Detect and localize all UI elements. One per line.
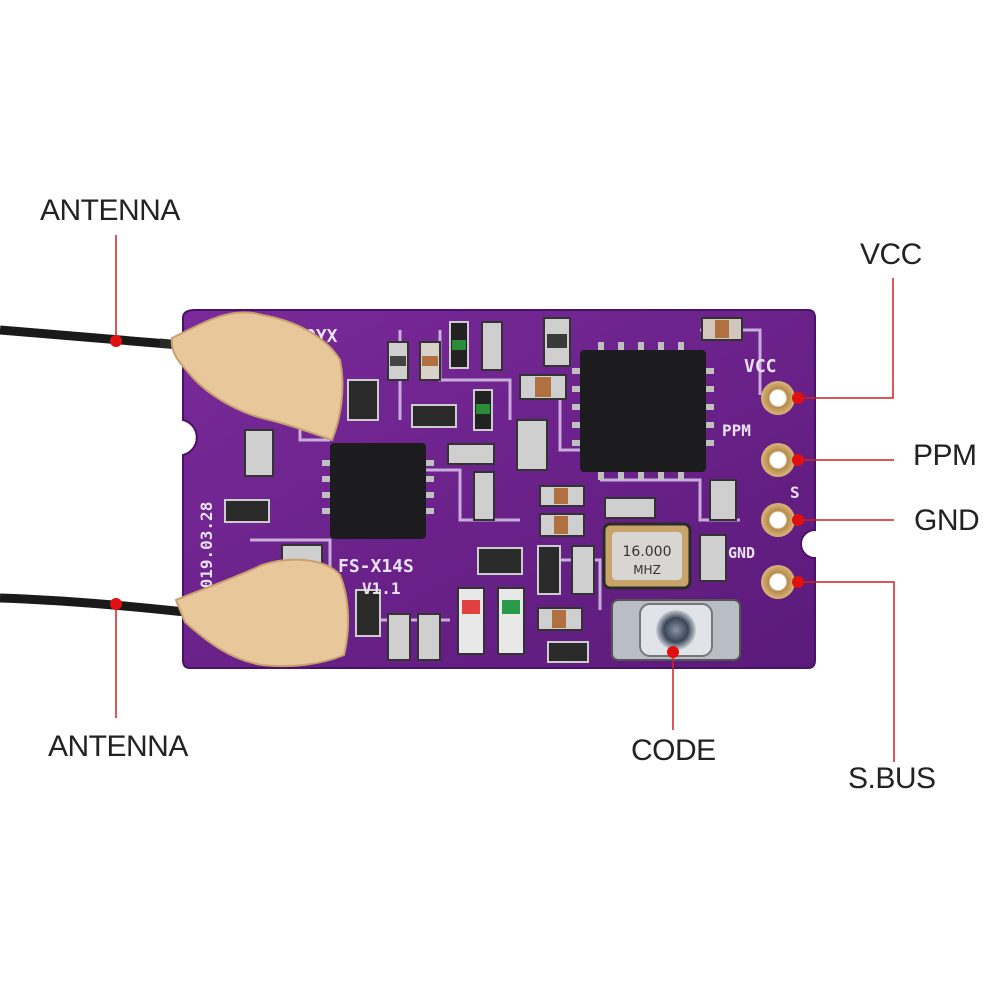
glue-blob-bottom	[174, 558, 350, 668]
callout-antenna-bottom: ANTENNA	[48, 730, 188, 763]
silk-pin-ppm: PPM	[722, 421, 751, 440]
callout-antenna-top: ANTENNA	[40, 194, 180, 227]
red-marker-dot	[110, 335, 804, 658]
rf-chip	[330, 443, 426, 539]
silk-model: FS-X14S	[338, 556, 414, 577]
callout-sbus: S.BUS	[848, 762, 936, 795]
callout-code: CODE	[631, 734, 716, 767]
callout-gnd: GND	[914, 504, 980, 537]
crystal-unit: MHZ	[633, 563, 661, 577]
crystal-freq: 16.000	[623, 544, 672, 560]
silk-pin-gnd: GND	[728, 544, 755, 562]
crystal-oscillator	[602, 522, 692, 590]
bind-button-icon	[611, 599, 741, 661]
mcu-chip	[580, 350, 706, 472]
silk-pin-vcc: VCC	[744, 356, 777, 377]
leader-lines	[115, 235, 895, 762]
callout-ppm: PPM	[913, 439, 977, 472]
pin-pads	[761, 381, 795, 599]
callout-vcc: VCC	[860, 238, 922, 271]
antenna-wire-top	[0, 325, 191, 351]
silk-date: 2019.03.28	[197, 502, 216, 598]
silk-version: V1.1	[362, 579, 401, 598]
glue-blob-top	[170, 311, 344, 442]
antenna-wire-bottom	[0, 593, 186, 617]
silk-pin-s: S	[790, 483, 800, 502]
